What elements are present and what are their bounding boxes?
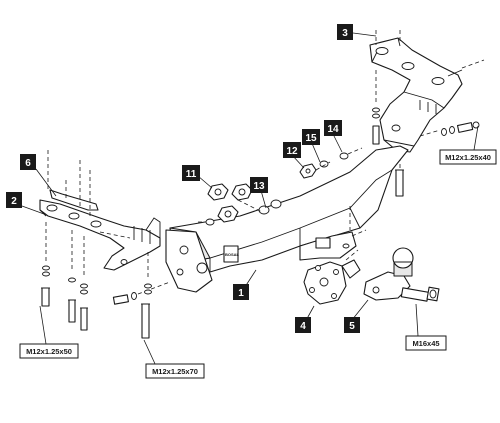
spec-label-m16x45: M16x45 — [405, 335, 447, 351]
callout-12: 12 — [283, 142, 301, 158]
callout-6: 6 — [20, 154, 36, 170]
main-crossbar: BOSAL — [165, 145, 409, 293]
svg-text:14: 14 — [327, 124, 339, 135]
callout-13: 13 — [250, 177, 268, 193]
svg-text:M16x45: M16x45 — [412, 339, 439, 348]
left-bracket-fasteners — [41, 222, 171, 339]
svg-text:1: 1 — [238, 288, 244, 299]
callout-5: 5 — [344, 317, 360, 333]
leader-lines — [21, 32, 479, 367]
svg-text:11: 11 — [186, 169, 197, 180]
left-side-bracket — [39, 150, 161, 271]
nuts-and-washers — [198, 147, 363, 226]
spec-label-m12x40: M12x1.25x40 — [439, 149, 497, 165]
spec-label-m12x70: M12x1.25x70 — [145, 363, 205, 379]
svg-text:6: 6 — [25, 158, 31, 169]
svg-text:M12x1.25x50: M12x1.25x50 — [26, 347, 72, 356]
callout-4: 4 — [295, 317, 311, 333]
socket-plate — [303, 249, 361, 305]
callout-15: 15 — [302, 129, 320, 145]
svg-text:M12x1.25x40: M12x1.25x40 — [445, 153, 491, 162]
svg-text:13: 13 — [253, 181, 265, 192]
callout-1: 1 — [233, 284, 249, 300]
svg-text:M12x1.25x70: M12x1.25x70 — [152, 367, 198, 376]
svg-text:5: 5 — [349, 321, 355, 332]
callout-3: 3 — [337, 24, 353, 40]
right-bracket-fasteners — [372, 70, 480, 197]
svg-text:2: 2 — [11, 196, 17, 207]
spec-label-m12x50: M12x1.25x50 — [19, 343, 79, 359]
right-side-bracket — [369, 30, 485, 153]
svg-text:4: 4 — [300, 321, 306, 332]
svg-text:15: 15 — [305, 133, 317, 144]
manufacturer-logo: BOSAL — [225, 252, 240, 257]
callout-2: 2 — [6, 192, 22, 208]
svg-text:3: 3 — [342, 28, 348, 39]
callout-11: 11 — [182, 165, 200, 181]
svg-text:12: 12 — [286, 146, 298, 157]
tow-ball — [363, 247, 440, 302]
callout-14: 14 — [324, 120, 342, 136]
